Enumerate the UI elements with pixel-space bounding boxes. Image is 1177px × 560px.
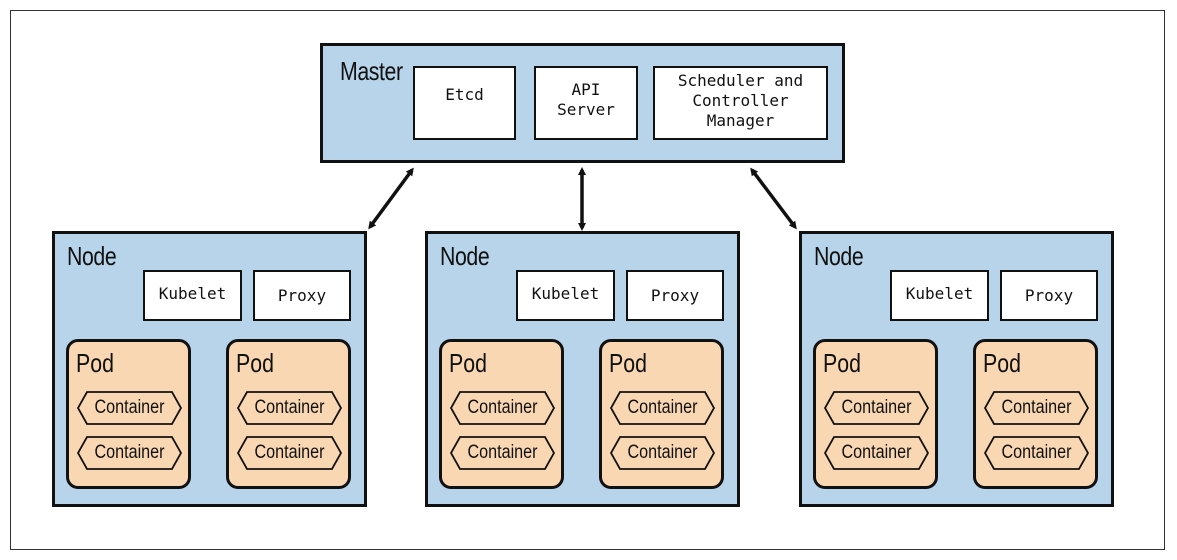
hexagon-outline-icon bbox=[237, 391, 342, 425]
proxy-box: Proxy bbox=[626, 270, 724, 321]
container-shape: Container bbox=[77, 436, 182, 470]
pod-label: Pod bbox=[983, 348, 1021, 378]
pod-label: Pod bbox=[449, 348, 487, 378]
container-shape: Container bbox=[450, 391, 555, 425]
node-label: Node bbox=[440, 241, 490, 271]
container-label: Container bbox=[467, 397, 538, 418]
hexagon-outline-icon bbox=[824, 436, 929, 470]
container-shape: Container bbox=[984, 436, 1089, 470]
container-shape: Container bbox=[237, 391, 342, 425]
container-shape: Container bbox=[824, 391, 929, 425]
container-label: Container bbox=[254, 442, 325, 463]
node-label: Node bbox=[814, 241, 864, 271]
container-label: Container bbox=[627, 397, 698, 418]
master-label: Master bbox=[340, 56, 403, 86]
hexagon-outline-icon bbox=[237, 436, 342, 470]
container-shape: Container bbox=[77, 391, 182, 425]
pod-label: Pod bbox=[236, 348, 274, 378]
proxy-box: Proxy bbox=[1000, 270, 1098, 321]
container-label: Container bbox=[1001, 397, 1072, 418]
container-label: Container bbox=[94, 397, 165, 418]
container-shape: Container bbox=[237, 436, 342, 470]
container-shape: Container bbox=[824, 436, 929, 470]
hexagon-outline-icon bbox=[450, 436, 555, 470]
hexagon-outline-icon bbox=[610, 436, 715, 470]
proxy-box: Proxy bbox=[253, 270, 351, 321]
container-label: Container bbox=[94, 442, 165, 463]
hexagon-outline-icon bbox=[610, 391, 715, 425]
container-label: Container bbox=[627, 442, 698, 463]
container-label: Container bbox=[841, 442, 912, 463]
pod-label: Pod bbox=[76, 348, 114, 378]
kubelet-box: Kubelet bbox=[516, 270, 615, 321]
node-label: Node bbox=[67, 241, 117, 271]
kubelet-box: Kubelet bbox=[890, 270, 989, 321]
pod-label: Pod bbox=[823, 348, 861, 378]
arrow-master-node-3 bbox=[750, 167, 797, 230]
container-label: Container bbox=[467, 442, 538, 463]
container-label: Container bbox=[841, 397, 912, 418]
container-label: Container bbox=[1001, 442, 1072, 463]
hexagon-outline-icon bbox=[77, 391, 182, 425]
pod-label: Pod bbox=[609, 348, 647, 378]
kubelet-box: Kubelet bbox=[143, 270, 242, 321]
container-shape: Container bbox=[610, 436, 715, 470]
scheduler-controller-box: Scheduler and Controller Manager bbox=[653, 66, 828, 140]
hexagon-outline-icon bbox=[450, 391, 555, 425]
hexagon-outline-icon bbox=[984, 391, 1089, 425]
arrow-master-node-1 bbox=[368, 167, 414, 230]
container-shape: Container bbox=[450, 436, 555, 470]
api-server-box: API Server bbox=[534, 66, 638, 140]
hexagon-outline-icon bbox=[984, 436, 1089, 470]
etcd-box: Etcd bbox=[413, 66, 516, 140]
hexagon-outline-icon bbox=[824, 391, 929, 425]
container-shape: Container bbox=[984, 391, 1089, 425]
container-shape: Container bbox=[610, 391, 715, 425]
hexagon-outline-icon bbox=[77, 436, 182, 470]
container-label: Container bbox=[254, 397, 325, 418]
